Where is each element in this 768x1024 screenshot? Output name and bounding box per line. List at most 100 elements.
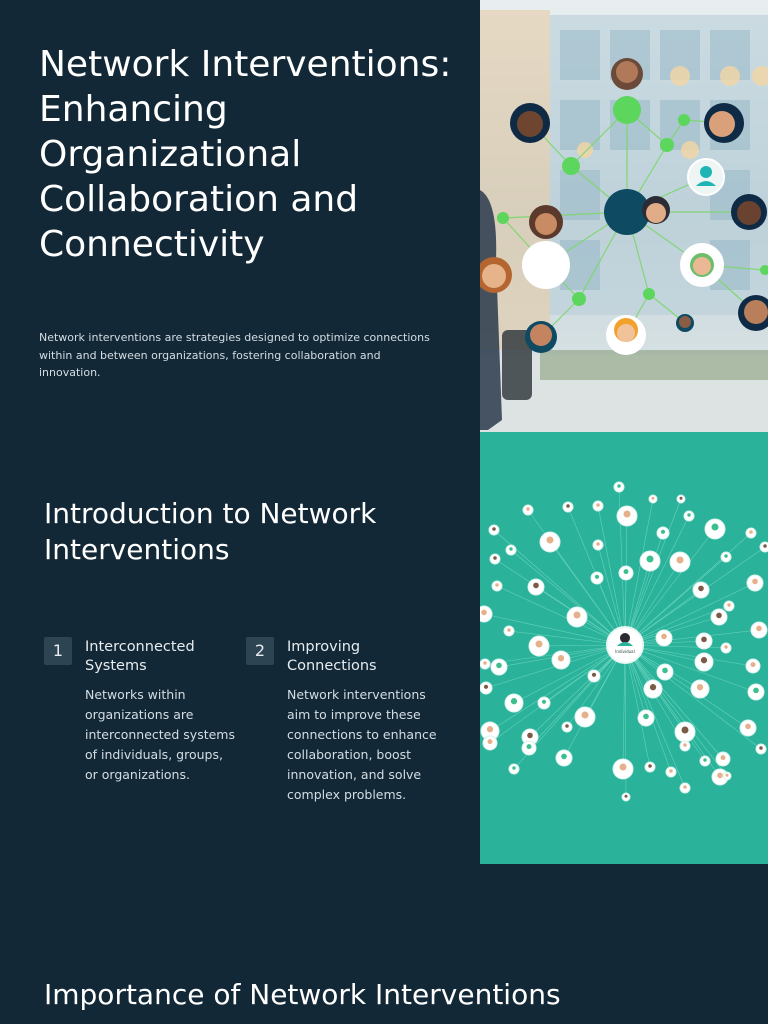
person-avatar-icon [623, 569, 629, 575]
person-avatar-icon [623, 510, 631, 518]
person-avatar-icon [720, 755, 726, 761]
person-avatar-icon [661, 633, 667, 640]
person-avatar-icon [483, 661, 487, 665]
person-avatar-icon [727, 603, 731, 607]
person-avatar-icon [594, 574, 600, 579]
person-avatar-icon [510, 698, 518, 705]
person-avatar-icon [591, 672, 597, 677]
person-avatar-icon [561, 753, 567, 760]
person-avatar-icon [649, 684, 657, 691]
network-link [597, 505, 626, 646]
person-avatar-icon [683, 785, 687, 789]
page-subtitle: Network interventions are strategies des… [39, 331, 430, 379]
center-node-label: Individual [615, 649, 634, 654]
person-avatar-icon [756, 625, 762, 632]
card-number-badge: 2 [246, 637, 274, 665]
person-avatar-icon [717, 772, 723, 779]
person-avatar-icon [526, 744, 532, 750]
network-link [624, 644, 724, 760]
person-avatar-icon [725, 773, 729, 777]
person-avatar-icon [596, 542, 600, 546]
intro-section-title: Introduction to Network Interventions [44, 497, 377, 566]
person-avatar-icon [724, 645, 728, 649]
person-avatar-icon [749, 530, 753, 534]
network-link [496, 585, 626, 646]
person-avatar-icon [533, 582, 539, 589]
person-avatar-icon [596, 503, 600, 507]
person-avatar-icon [509, 547, 513, 551]
network-link [624, 644, 757, 693]
person-avatar-icon [646, 555, 654, 563]
person-avatar-icon [651, 496, 655, 500]
card-title: Interconnected Systems [85, 639, 195, 674]
person-avatar-icon [496, 662, 502, 669]
person-avatar-icon [759, 746, 763, 750]
network-link [624, 528, 716, 646]
network-link [483, 613, 626, 646]
network-link [489, 644, 626, 744]
person-avatar-icon [745, 723, 751, 730]
network-link [622, 644, 626, 770]
person-avatar-icon [648, 764, 652, 768]
person-avatar-icon [683, 743, 687, 747]
person-avatar-icon [565, 724, 569, 728]
person-avatar-icon [512, 766, 516, 770]
network-link [624, 644, 672, 773]
network-link [489, 644, 626, 732]
network-link [624, 644, 651, 768]
person-avatar-icon [669, 769, 673, 773]
person-avatar-icon [763, 544, 767, 548]
network-link [624, 498, 682, 646]
person-avatar-icon [681, 726, 689, 734]
person-avatar-icon [507, 628, 511, 632]
network-link [624, 644, 728, 777]
person-avatar-icon [750, 662, 756, 668]
page-title: Network Interventions: Enhancing Organiz… [39, 44, 452, 265]
person-avatar-icon [486, 726, 494, 733]
person-avatar-icon [624, 794, 628, 798]
network-link [624, 644, 749, 729]
person-avatar-icon [619, 763, 627, 771]
network-link [508, 630, 626, 646]
network-link [624, 532, 664, 646]
card-body: Network interventions aim to improve the… [287, 687, 437, 802]
person-avatar-icon [535, 640, 543, 648]
person-avatar-icon [492, 527, 496, 531]
card-body: Networks within organizations are interc… [85, 687, 235, 782]
person-avatar-icon [724, 554, 728, 558]
person-avatar-icon [687, 513, 691, 517]
network-link [549, 541, 626, 646]
network-link [624, 644, 721, 778]
person-avatar-icon [487, 739, 493, 745]
importance-section-title: Importance of Network Interventions [44, 978, 561, 1011]
person-avatar-icon [696, 684, 704, 691]
network-link [563, 644, 626, 759]
person-avatar-icon [557, 655, 565, 662]
person-avatar-icon [753, 687, 759, 694]
network-link [624, 515, 690, 646]
person-avatar-icon [617, 484, 621, 488]
network-diagram-image: Individual [480, 432, 768, 864]
network-link [624, 644, 706, 762]
card-title: Improving Connections [287, 639, 377, 674]
person-avatar-icon [662, 667, 668, 674]
person-avatar-icon [493, 556, 497, 560]
person-avatar-icon [711, 523, 719, 531]
person-avatar-icon [526, 507, 530, 511]
network-link [624, 644, 686, 789]
person-avatar-icon [698, 585, 704, 592]
person-avatar-icon [676, 556, 684, 564]
network-link [529, 644, 626, 738]
person-avatar-icon [660, 529, 666, 534]
network-link [624, 629, 760, 646]
person-avatar-icon [573, 611, 581, 619]
network-link [510, 549, 626, 646]
network-link [624, 498, 654, 646]
person-avatar-icon [527, 732, 533, 739]
person-avatar-icon [581, 711, 589, 719]
hero-network-people-image [480, 0, 768, 432]
person-avatar-icon [679, 496, 683, 500]
person-avatar-icon [546, 536, 554, 544]
person-avatar-icon [566, 504, 570, 508]
network-link [624, 644, 754, 667]
